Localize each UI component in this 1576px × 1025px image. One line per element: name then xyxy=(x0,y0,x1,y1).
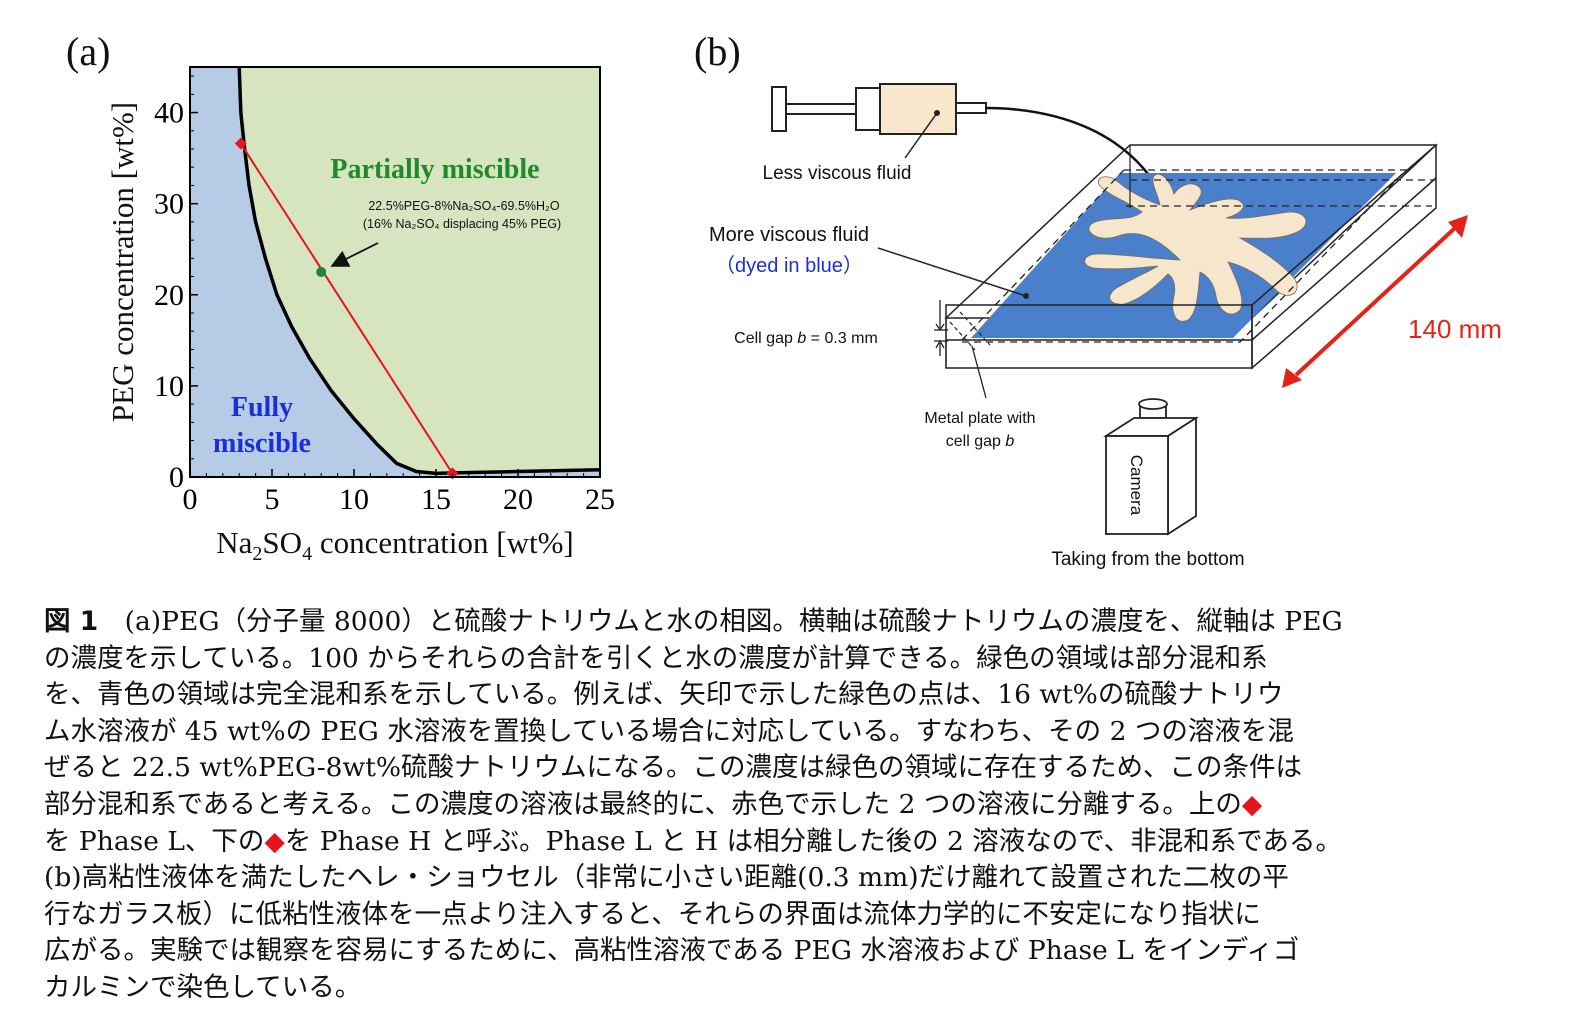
cell-gap-marker xyxy=(934,300,948,356)
x-tick-label: 0 xyxy=(183,483,198,516)
mixture-annotation-line1: 22.5%PEG-8%Na₂SO₄-69.5%H₂O xyxy=(368,199,560,213)
partially-miscible-label: Partially miscible xyxy=(330,154,539,185)
spacer-outline-dashed xyxy=(958,169,1408,343)
mixture-annotation-line2: (16% Na₂SO₄ displacing 45% PEG) xyxy=(363,217,561,231)
dyed-blue-label: （dyed in blue） xyxy=(715,254,863,277)
caption-line-8: (b)高粘性液体を満たしたヘレ・ショウセル（非常に小さい距離(0.3 mm)だけ… xyxy=(44,862,1289,894)
x-tick-label: 15 xyxy=(421,483,451,516)
fully-miscible-label-1: Fully xyxy=(231,392,293,423)
caption-line-4: ム水溶液が 45 wt%の PEG 水溶液を置換している場合に対応している。すな… xyxy=(44,715,1294,747)
less-viscous-label: Less viscous fluid xyxy=(763,163,912,184)
caption-line-3: を、青色の領域は完全混和系を示している。例えば、矢印で示した緑色の点は、16 w… xyxy=(44,679,1284,711)
y-tick-label: 20 xyxy=(154,279,184,312)
mixture-point xyxy=(316,267,327,277)
caption-figure-label: 図 1 xyxy=(44,606,99,637)
y-axis-label: PEG concentration [wt%] xyxy=(105,102,140,422)
red-diamond-icon: ◆ xyxy=(264,825,285,857)
hele-shaw-diagram: Less viscous fluid More viscous fluid （d… xyxy=(709,83,1502,570)
panel-a-label: (a) xyxy=(66,29,111,74)
binodal-curve xyxy=(237,67,600,476)
camera-label: Camera xyxy=(1127,455,1146,516)
x-axis-label: Na2SO4 concentration [wt%] xyxy=(216,525,573,565)
metal-plate-label-1: Metal plate with xyxy=(924,410,1035,427)
x-tick-label: 5 xyxy=(265,483,280,516)
x-axis-ticks: 0 5 10 15 20 25 xyxy=(183,469,615,516)
caption-line-6: 部分混和系であると考える。この濃度の溶液は最終的に、赤色で示した 2 つの溶液に… xyxy=(44,788,1263,820)
viscous-finger-pattern xyxy=(1084,173,1307,322)
size-arrow xyxy=(1282,215,1468,388)
camera-icon xyxy=(1102,398,1200,536)
plot-frame xyxy=(189,66,601,478)
syringe-icon xyxy=(771,83,987,159)
x-tick-label: 25 xyxy=(585,483,615,516)
more-viscous-label: More viscous fluid xyxy=(709,224,869,246)
tie-line xyxy=(239,142,454,474)
size-label: 140 mm xyxy=(1408,314,1502,344)
caption-line-11: カルミンで染色している。 xyxy=(44,971,362,1003)
y-tick-label: 10 xyxy=(154,370,184,403)
y-tick-label: 0 xyxy=(169,461,184,494)
x-tick-label: 10 xyxy=(339,483,369,516)
y-tick-label: 40 xyxy=(154,97,184,130)
figure-caption: 図 1 (a)PEG（分子量 8000）と硫酸ナトリウムと水の相図。横軸は硫酸ナ… xyxy=(44,604,1538,1007)
cell-gap-label: Cell gap b = 0.3 mm xyxy=(734,330,878,347)
taking-bottom-label: Taking from the bottom xyxy=(1051,549,1244,570)
caption-line-2: の濃度を示している。100 からそれらの合計を引くと水の濃度が計算できる。緑色の… xyxy=(44,642,1268,674)
x-tick-label: 20 xyxy=(503,483,533,516)
caption-line-5: ぜると 22.5 wt%PEG-8wt%硫酸ナトリウムになる。この濃度は緑色の領… xyxy=(44,752,1303,784)
caption-line-1: 図 1 (a)PEG（分子量 8000）と硫酸ナトリウムと水の相図。横軸は硫酸ナ… xyxy=(44,606,1343,637)
metal-plate-label-2: cell gap b xyxy=(946,433,1015,450)
y-axis-ticks: 0 10 20 30 40 xyxy=(154,75,198,494)
red-diamond-icon: ◆ xyxy=(1241,788,1263,820)
phase-l-point xyxy=(234,137,247,150)
annotation-arrow xyxy=(330,242,379,267)
y-tick-label: 30 xyxy=(154,188,184,221)
fully-miscible-region xyxy=(190,67,600,477)
caption-line-10: 広がる。実験では観察を容易にするために、高粘性溶液である PEG 水溶液および … xyxy=(44,935,1300,967)
fully-miscible-label-2: miscible xyxy=(213,428,311,459)
cell-side-face xyxy=(1251,143,1437,370)
panel-b-label: (b) xyxy=(694,29,741,74)
caption-line-9: 行なガラス板）に低粘性液体を一点より注入すると、それらの界面は流体力学的に不安定… xyxy=(44,898,1261,930)
caption-line-7: を Phase L、下の◆を Phase H と呼ぶ。Phase L と H は… xyxy=(44,825,1342,857)
